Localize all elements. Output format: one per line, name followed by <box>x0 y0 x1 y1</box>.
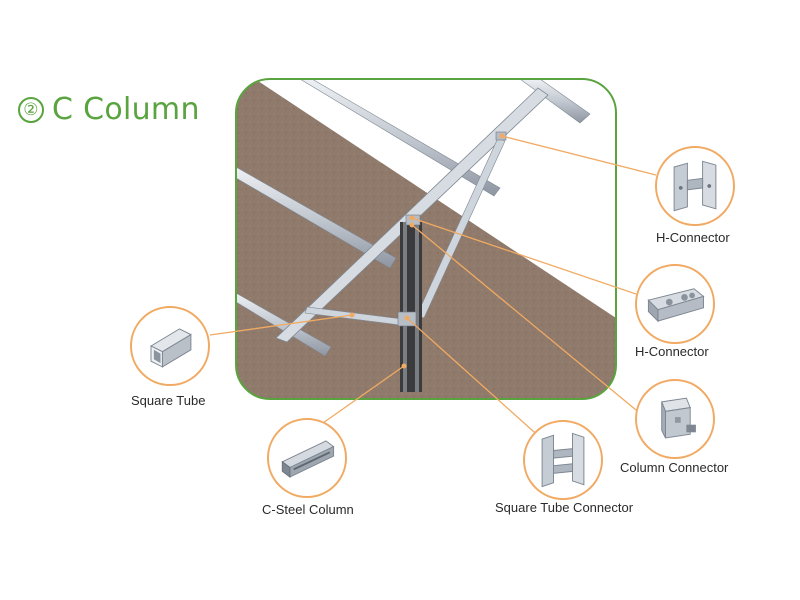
square-tube-connector-label: Square Tube Connector <box>495 500 634 515</box>
callout-lines <box>209 135 657 441</box>
square-tube-callout <box>130 306 210 386</box>
column-connector-callout <box>635 379 715 459</box>
section-title-text: C Column <box>52 92 200 127</box>
h-connector-icon <box>673 160 717 212</box>
scene-border <box>235 78 617 400</box>
column-connector-icon <box>661 397 696 439</box>
c-steel-column-icon <box>281 440 335 478</box>
square-tube-label: Square Tube <box>131 393 206 408</box>
column-connector-label: Column Connector <box>620 460 729 475</box>
callout-dots <box>349 133 505 369</box>
c-steel-column <box>397 222 422 392</box>
c-steel-column-label: C-Steel Column <box>262 502 354 517</box>
square-tube-icon <box>150 328 192 368</box>
ground-slope <box>236 79 616 399</box>
h-connector-clamp-icon <box>647 288 705 323</box>
h-connector-callout <box>655 146 735 226</box>
c-steel-column-callout <box>267 418 347 498</box>
h-connector-label: H-Connector <box>656 230 730 245</box>
section-title: ② C Column <box>18 92 200 127</box>
scene-frame <box>236 79 616 399</box>
section-number: ② <box>18 97 44 123</box>
h-connector-clamp-callout <box>635 264 715 344</box>
h-connector-clamp-label: H-Connector <box>635 344 709 359</box>
square-tube-connector-icon <box>541 432 585 488</box>
square-tube-connector-callout <box>523 420 603 500</box>
